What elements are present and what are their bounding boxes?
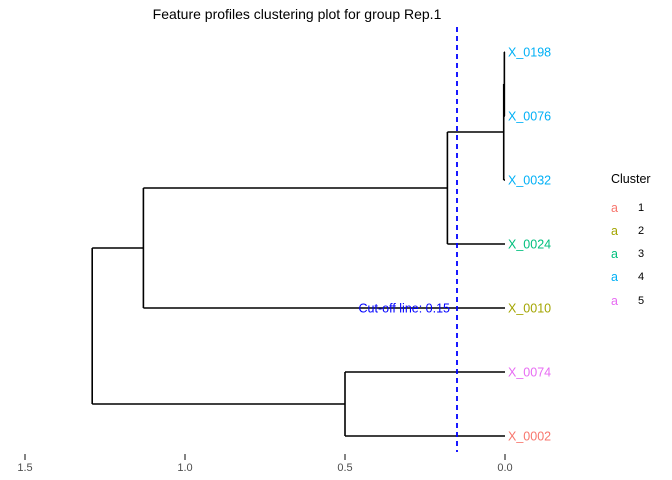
leaf-label-X_0024: X_0024: [508, 238, 551, 252]
legend-key-glyph: a: [611, 200, 618, 215]
legend-key-glyph: a: [611, 293, 618, 308]
cutoff-label: Cut-off line: 0.15: [359, 302, 451, 316]
leaf-label-X_0198: X_0198: [508, 46, 551, 60]
leaf-label-X_0010: X_0010: [508, 302, 551, 316]
leaf-label-X_0002: X_0002: [508, 430, 551, 444]
legend-entry-label: 3: [638, 248, 645, 261]
legend-key-glyph: a: [611, 247, 618, 262]
legend-entry-label: 1: [638, 201, 645, 214]
plot-title: Feature profiles clustering plot for gro…: [152, 6, 442, 22]
axis-tick-label: 1.0: [177, 462, 192, 474]
leaf-label-X_0032: X_0032: [508, 174, 551, 188]
legend-key-glyph: a: [611, 223, 618, 238]
legend-entry-label: 2: [638, 224, 645, 237]
leaf-label-X_0074: X_0074: [508, 366, 551, 380]
legend-key-glyph: a: [611, 270, 618, 285]
axis-tick-label: 0.0: [497, 462, 512, 474]
legend-title: Cluster: [611, 172, 651, 186]
legend-entry-label: 5: [638, 294, 645, 307]
legend-entry-label: 4: [638, 271, 645, 284]
axis-tick-label: 0.5: [337, 462, 352, 474]
leaf-label-X_0076: X_0076: [508, 110, 551, 124]
axis-tick-label: 1.5: [17, 462, 32, 474]
